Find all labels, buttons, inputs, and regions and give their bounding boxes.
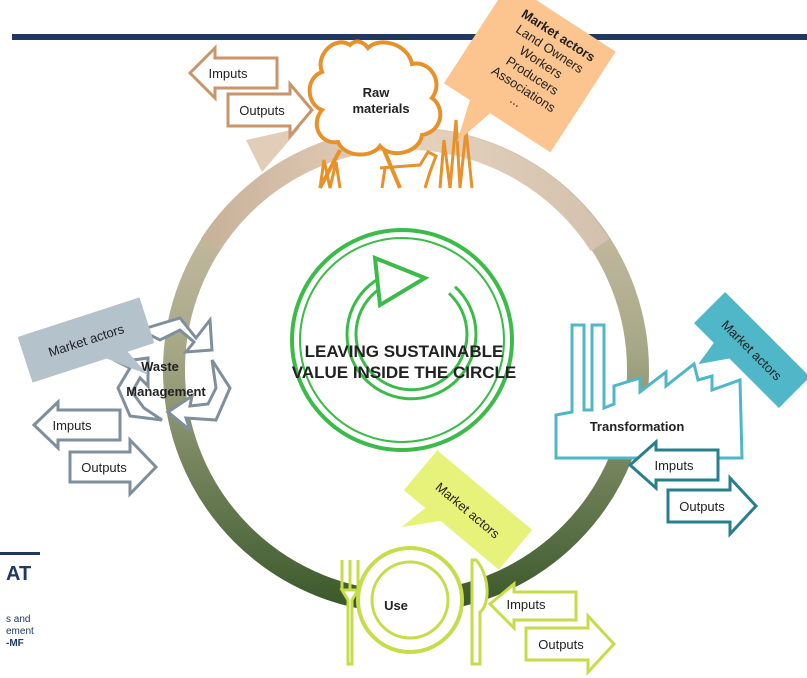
left-text-line3: -MF (6, 638, 24, 649)
use-title: Use (384, 598, 408, 613)
header-bar (12, 34, 807, 40)
fork-icon (339, 560, 361, 666)
center-text-line1: LEAVING SUSTAINABLE (305, 342, 504, 361)
waste-title-2: Management (126, 384, 206, 399)
use-imputs-label: Imputs (506, 597, 546, 612)
raw-materials-title-2: materials (352, 101, 409, 116)
use-imputs-arrow: Imputs (487, 580, 578, 632)
waste-outputs-arrow: Outputs (68, 436, 159, 498)
left-logo-text: AT (6, 563, 31, 585)
transformation-outputs-label: Outputs (679, 499, 725, 514)
recycle-icon (112, 315, 232, 435)
raw-outputs-label: Outputs (239, 103, 285, 118)
factory-icon (554, 323, 744, 460)
transformation-title: Transformation (590, 419, 685, 434)
left-divider (0, 552, 40, 555)
cycle-arrowhead (246, 128, 300, 172)
raw-materials-title-1: Raw (363, 85, 391, 100)
raw-materials-stage: Raw materials Imputs Outputs Market acto… (187, 0, 616, 189)
transformation-stage: Transformation Market actors Imputs Outp… (554, 292, 807, 538)
raw-imputs-label: Imputs (208, 66, 248, 81)
left-text-line2: ement (6, 626, 34, 637)
waste-title-1: Waste (141, 359, 179, 374)
knife-icon (470, 558, 489, 666)
waste-imputs-label: Imputs (52, 418, 92, 433)
use-outputs-arrow: Outputs (524, 612, 617, 676)
raw-imputs-arrow: Imputs (187, 44, 279, 102)
left-text-line1: s and (6, 614, 30, 625)
use-outputs-label: Outputs (538, 637, 584, 652)
raw-market-actors-callout: Market actors Land Owners Workers Produc… (443, 0, 616, 153)
center-text-line2: VALUE INSIDE THE CIRCLE (292, 363, 516, 382)
transformation-outputs-arrow: Outputs (666, 474, 759, 538)
left-partial-branding: AT s and ement -MF (0, 552, 40, 649)
waste-imputs-arrow: Imputs (31, 398, 122, 452)
transformation-imputs-label: Imputs (654, 458, 694, 473)
waste-market-actors-callout: Market actors (17, 297, 155, 383)
raw-outputs-arrow: Outputs (226, 79, 314, 141)
transformation-imputs-arrow: Imputs (627, 438, 720, 492)
waste-outputs-label: Outputs (81, 460, 127, 475)
center-cycle-icon (290, 228, 514, 452)
tree-icon (307, 39, 443, 157)
use-stage: Use Market actors Imputs Outputs (339, 450, 617, 676)
waste-stage: Waste Management Market actors Imputs Ou… (17, 297, 232, 498)
